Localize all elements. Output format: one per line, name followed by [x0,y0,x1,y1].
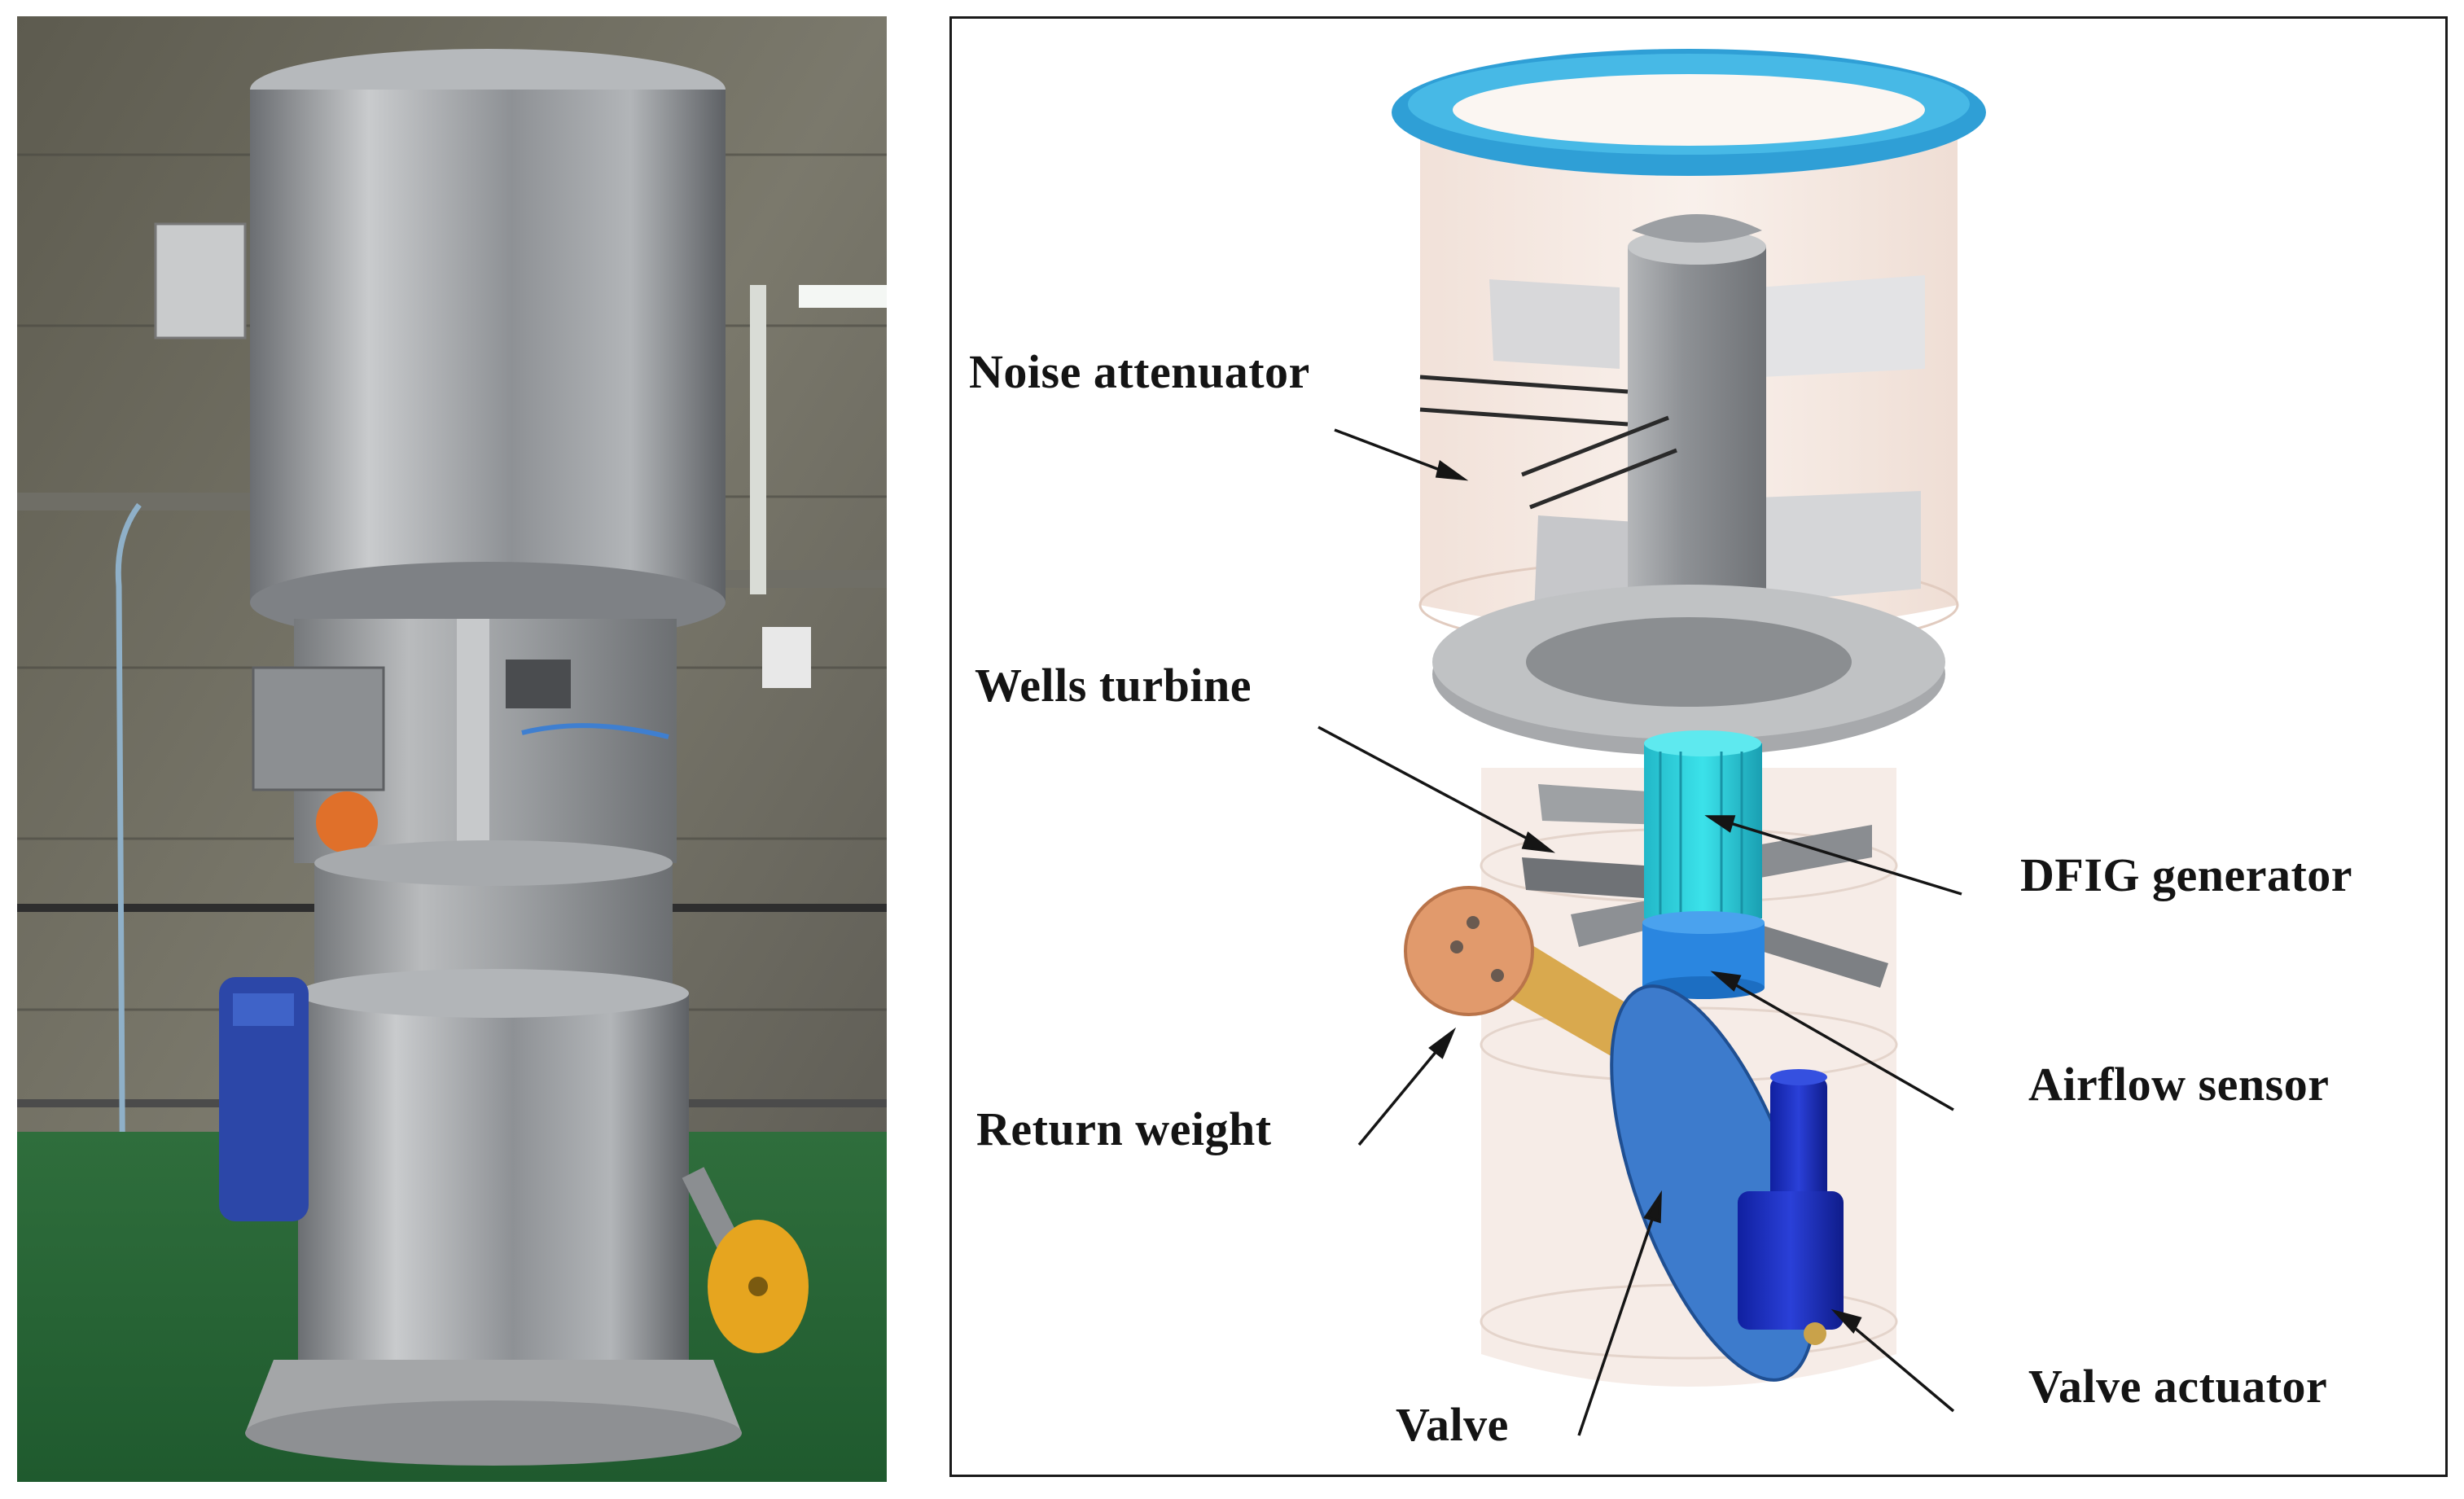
label-wells-turbine: Wells turbine [975,659,1252,712]
mounting-flange [1432,585,1945,756]
label-airflow-sensor: Airflow sensor [2028,1058,2330,1111]
diagram-panel: Noise attenuator Wells turbine DFIG gene… [949,16,2448,1477]
label-dfig-generator: DFIG generator [2020,848,2353,901]
turbine-photo [17,16,887,1482]
wells-turbine [1522,784,1888,988]
leader-lines [1317,428,1962,1436]
label-noise-attenuator: Noise attenuator [969,345,1310,398]
valve-actuator [1738,1069,1844,1345]
dfig-generator [1644,730,1762,918]
label-valve: Valve [1396,1398,1509,1451]
top-ring [1392,49,1986,176]
photo-panel [17,16,887,1482]
label-return-weight: Return weight [976,1102,1272,1155]
label-valve-actuator: Valve actuator [2028,1360,2328,1413]
turbine-3d-diagram [1317,49,1986,1436]
